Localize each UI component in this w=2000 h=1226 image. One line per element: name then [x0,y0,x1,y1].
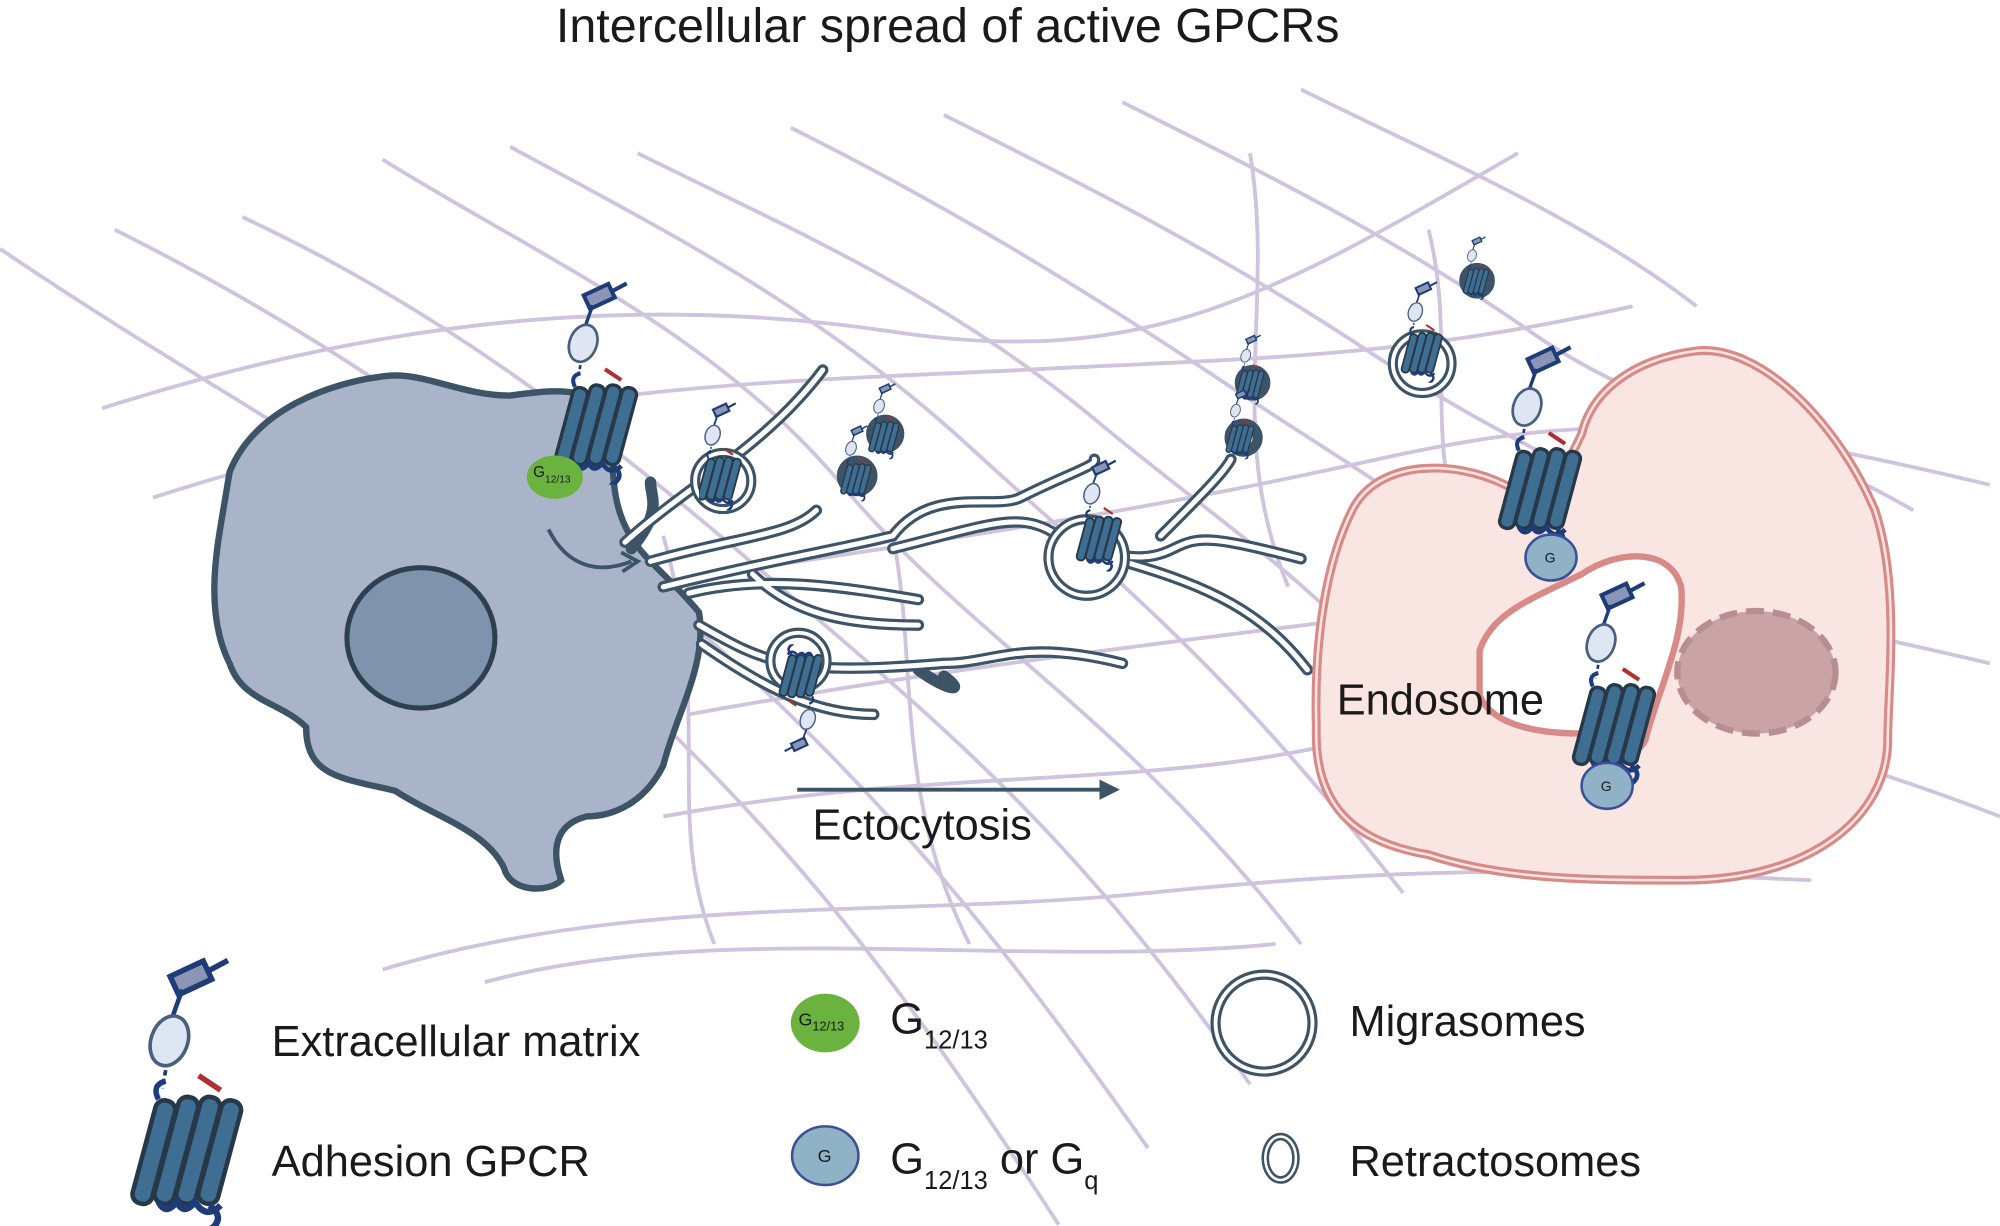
legend-gq-icon [790,1125,860,1187]
svg-text:G: G [818,1146,832,1166]
target-cell [1311,346,1896,885]
legend-retractosomes: Retractosomes [1349,1138,1641,1186]
curved-arrow-icon [546,528,633,570]
figure-title: Intercellular spread of active GPCRs [556,0,1340,53]
svg-text:G: G [1601,778,1612,794]
svg-text:G: G [1545,550,1556,566]
endosome-label: Endosome [1337,676,1544,724]
svg-text:G12/13: G12/13 [798,1010,844,1034]
retraction-fibers [619,364,1314,721]
source-nucleus [344,565,498,711]
g-protein-target: G G [1524,533,1634,811]
legend-gpcr: Adhesion GPCR [272,1138,590,1186]
legend-migrasomes: Migrasomes [1349,998,1585,1046]
ectocytosis-label: Ectocytosis [813,801,1032,849]
legend-g1213: G12/13 [890,995,988,1054]
target-nucleus [1674,607,1839,737]
svg-text:G12/13: G12/13 [533,464,571,485]
legend-gpcr-icon [130,960,243,1226]
source-cell [211,372,704,892]
legend-gq: G12/13 or Gq [890,1136,1098,1195]
legend-g1213-icon [790,993,860,1053]
g1213-protein: G12/13 [526,455,583,499]
legend-ecm: Extracellular matrix [272,1018,641,1066]
legend: Extracellular matrix Adhesion GPCR G12/1… [130,960,1641,1226]
